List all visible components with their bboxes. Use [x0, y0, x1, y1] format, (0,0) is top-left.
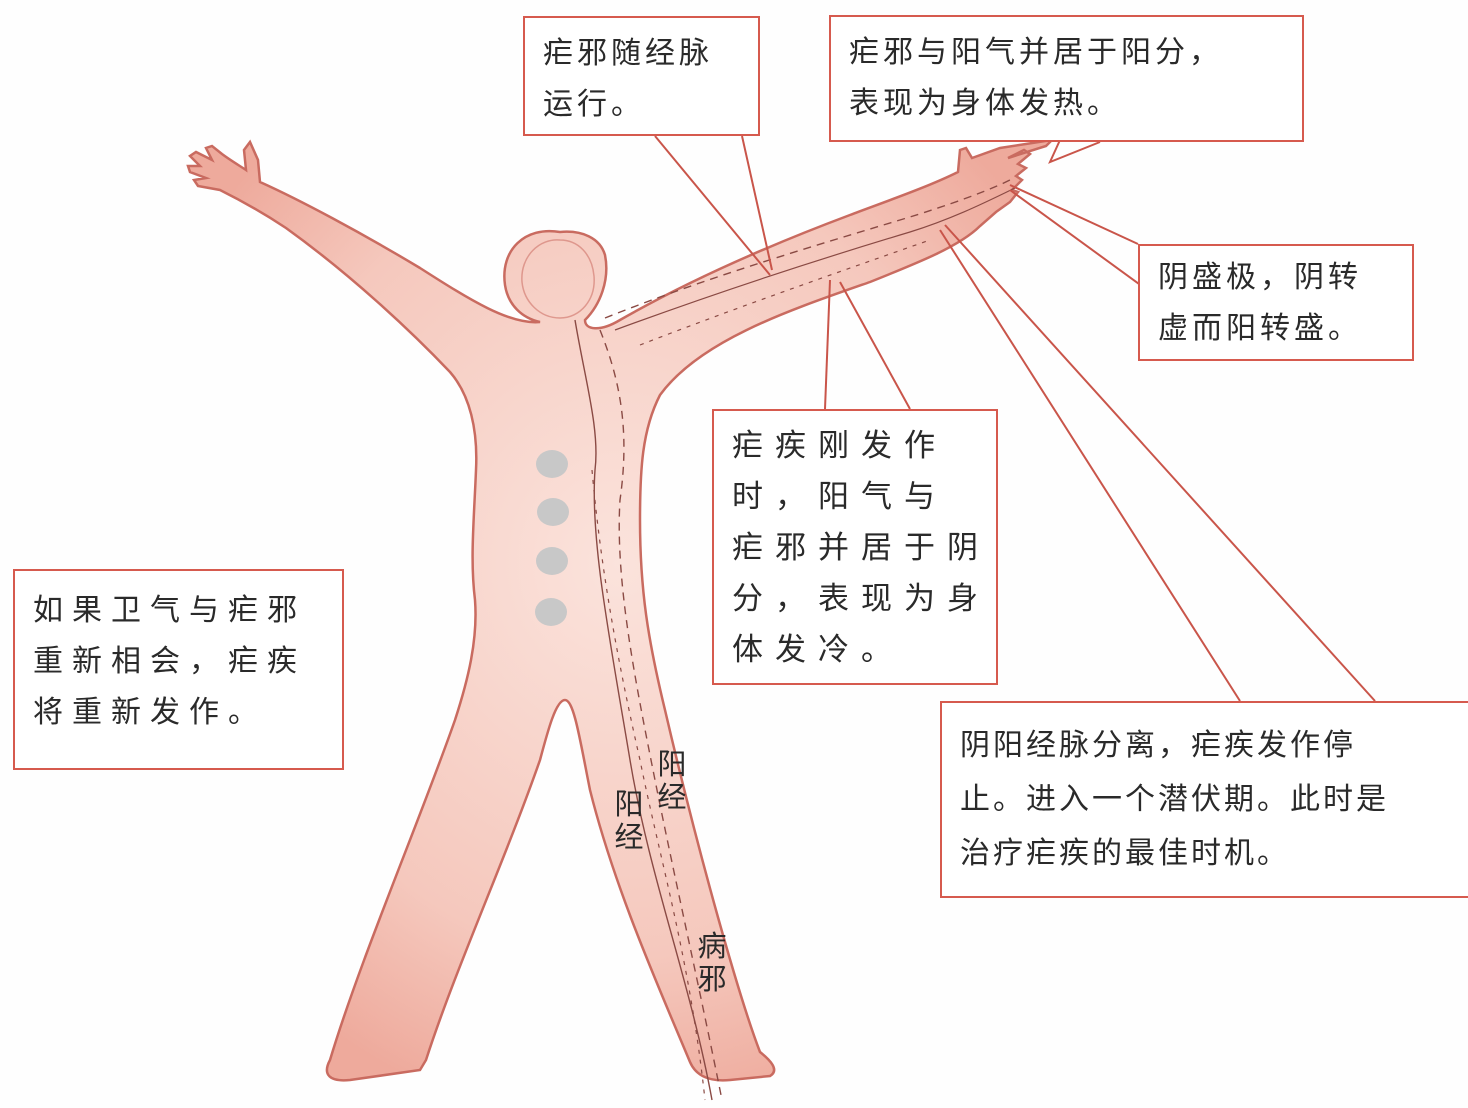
- meridian-arm-line-1: [604, 179, 1011, 319]
- label-yang-meridian: 阳经: [614, 787, 644, 854]
- callout-onset-cold: 疟疾刚发作 时，阳气与 疟邪并居于阴 分，表现为身 体发冷。: [712, 409, 998, 685]
- meridian-line-dashed-1: [599, 329, 723, 1101]
- callout-line: 表现为身体发热。: [849, 86, 1121, 121]
- leader-onset-cold-b: [839, 281, 911, 410]
- leader-separate: [939, 229, 1241, 702]
- leader-yin-extreme: [1009, 184, 1139, 245]
- callout-yin-extreme: 阴盛极，阴转 虚而阳转盛。: [1138, 244, 1414, 361]
- leader-yin-extreme-b: [1009, 189, 1151, 293]
- callout-line: 止。进入一个潜伏期。此时是: [960, 782, 1389, 817]
- callout-line: 如果卫气与疟邪: [33, 593, 306, 628]
- callout-yang-heat: 疟邪与阳气并居于阳分， 表现为身体发热。: [829, 15, 1304, 142]
- callout-separate: 阴阳经脉分离，疟疾发作停 止。进入一个潜伏期。此时是 治疗疟疾的最佳时机。: [940, 701, 1468, 898]
- callout-line: 阴盛极，阴转: [1158, 260, 1362, 295]
- meridian-line-solid: [574, 319, 713, 1101]
- callout-line: 治疗疟疾的最佳时机。: [960, 836, 1290, 871]
- callout-line: 疟邪随经脉: [543, 36, 713, 71]
- callout-line: 疟疾刚发作: [732, 428, 947, 464]
- label-yang-meridian: 阳经: [657, 747, 687, 814]
- meridian-arm-line-3: [639, 239, 931, 346]
- human-silhouette: [186, 138, 1056, 1082]
- callout-along-meridian: 疟邪随经脉 运行。: [523, 16, 760, 136]
- callout-line: 时，阳气与: [732, 479, 947, 515]
- callout-line: 阴阳经脉分离，疟疾发作停: [960, 728, 1356, 763]
- callout-line: 重新相会，疟疾: [33, 644, 306, 679]
- leader-along-meridian-b: [741, 135, 773, 271]
- organ-spot-2: [537, 498, 569, 526]
- callout-line: 虚而阳转盛。: [1158, 311, 1362, 346]
- label-pathogen: 病邪: [697, 929, 727, 996]
- meridian-arm-line-2: [614, 187, 1016, 331]
- leader-along-meridian: [654, 135, 771, 276]
- callout-line: 体发冷。: [732, 632, 904, 668]
- callout-reunite: 如果卫气与疟邪 重新相会，疟疾 将重新发作。: [13, 569, 344, 770]
- leader-yang-heat: [1048, 139, 1101, 164]
- organ-spot-3: [536, 547, 568, 575]
- callout-line: 运行。: [543, 87, 645, 122]
- meridian-line-dashed-2: [591, 469, 706, 1101]
- head-inner-outline: [521, 239, 595, 319]
- organ-spot-1: [536, 450, 568, 478]
- callout-line: 分，表现为身: [732, 581, 990, 617]
- callout-line: 疟邪并居于阴: [732, 530, 990, 566]
- callout-line: 将重新发作。: [33, 695, 267, 730]
- leader-onset-cold: [824, 279, 831, 410]
- leader-separate-b: [944, 224, 1376, 702]
- callout-line: 疟邪与阳气并居于阳分，: [849, 35, 1223, 70]
- organ-spot-4: [535, 598, 567, 626]
